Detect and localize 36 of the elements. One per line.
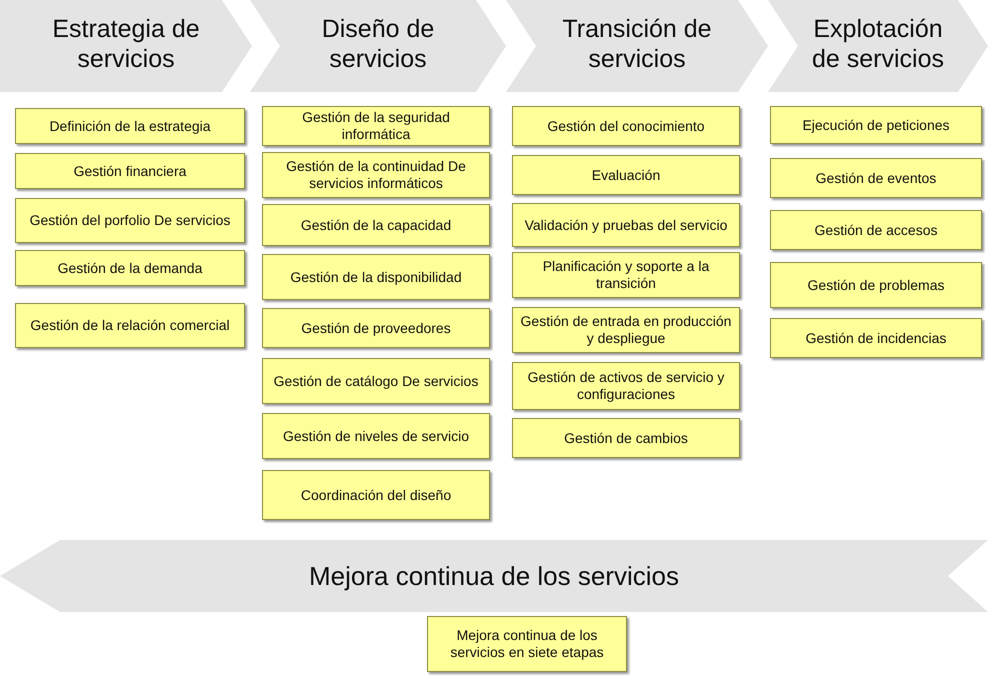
- chevron-band: [506, 0, 768, 92]
- process-box: Gestión de cambios: [512, 418, 740, 458]
- stage-title: Mejora continua de los servicios: [308, 561, 680, 591]
- process-box: Gestión de la capacidad: [262, 204, 490, 246]
- process-box: Gestión de niveles de servicio: [262, 413, 490, 459]
- stage-title: Diseño de servicios: [320, 14, 436, 74]
- process-box: Gestión de incidencias: [770, 318, 982, 358]
- process-box: Gestión del conocimiento: [512, 106, 740, 146]
- process-box: Gestión de proveedores: [262, 308, 490, 348]
- process-box: Gestión del porfolio De servicios: [15, 198, 245, 243]
- process-box: Definición de la estrategia: [15, 108, 245, 144]
- process-box: Coordinación del diseño: [262, 470, 490, 520]
- process-box: Evaluación: [512, 155, 740, 195]
- arrow-band: [0, 540, 988, 612]
- process-box: Gestión de la seguridad informática: [262, 106, 490, 146]
- process-box: Gestión de activos de servicio y configuraciones: [512, 362, 740, 410]
- process-box: Gestión de la continuidad De servicios informáticos: [262, 152, 490, 198]
- process-box: Gestión de problemas: [770, 262, 982, 308]
- chevron-band: [768, 0, 988, 92]
- process-box: Gestión de accesos: [770, 210, 982, 250]
- chevron-band: [0, 0, 252, 92]
- process-box: Gestión de la demanda: [15, 250, 245, 286]
- process-box: Ejecución de peticiones: [770, 106, 982, 144]
- process-box: Gestión financiera: [15, 153, 245, 189]
- chevron-band: [250, 0, 506, 92]
- process-box: Gestión de la disponibilidad: [262, 254, 490, 300]
- stage-title: Estrategia de servicios: [51, 14, 201, 74]
- process-box: Validación y pruebas del servicio: [512, 203, 740, 247]
- stage-title: Explotación de servicios: [811, 14, 945, 74]
- process-box: Gestión de la relación comercial: [15, 303, 245, 348]
- stage-title: Transición de servicios: [561, 14, 713, 74]
- process-box: Planificación y soporte a la transición: [512, 252, 740, 298]
- process-box: Gestión de catálogo De servicios: [262, 358, 490, 404]
- process-box: Gestión de eventos: [770, 158, 982, 198]
- process-box: Gestión de entrada en producción y despliegue: [512, 307, 740, 353]
- process-box: Mejora continua de los servicios en siete etapas: [427, 616, 627, 672]
